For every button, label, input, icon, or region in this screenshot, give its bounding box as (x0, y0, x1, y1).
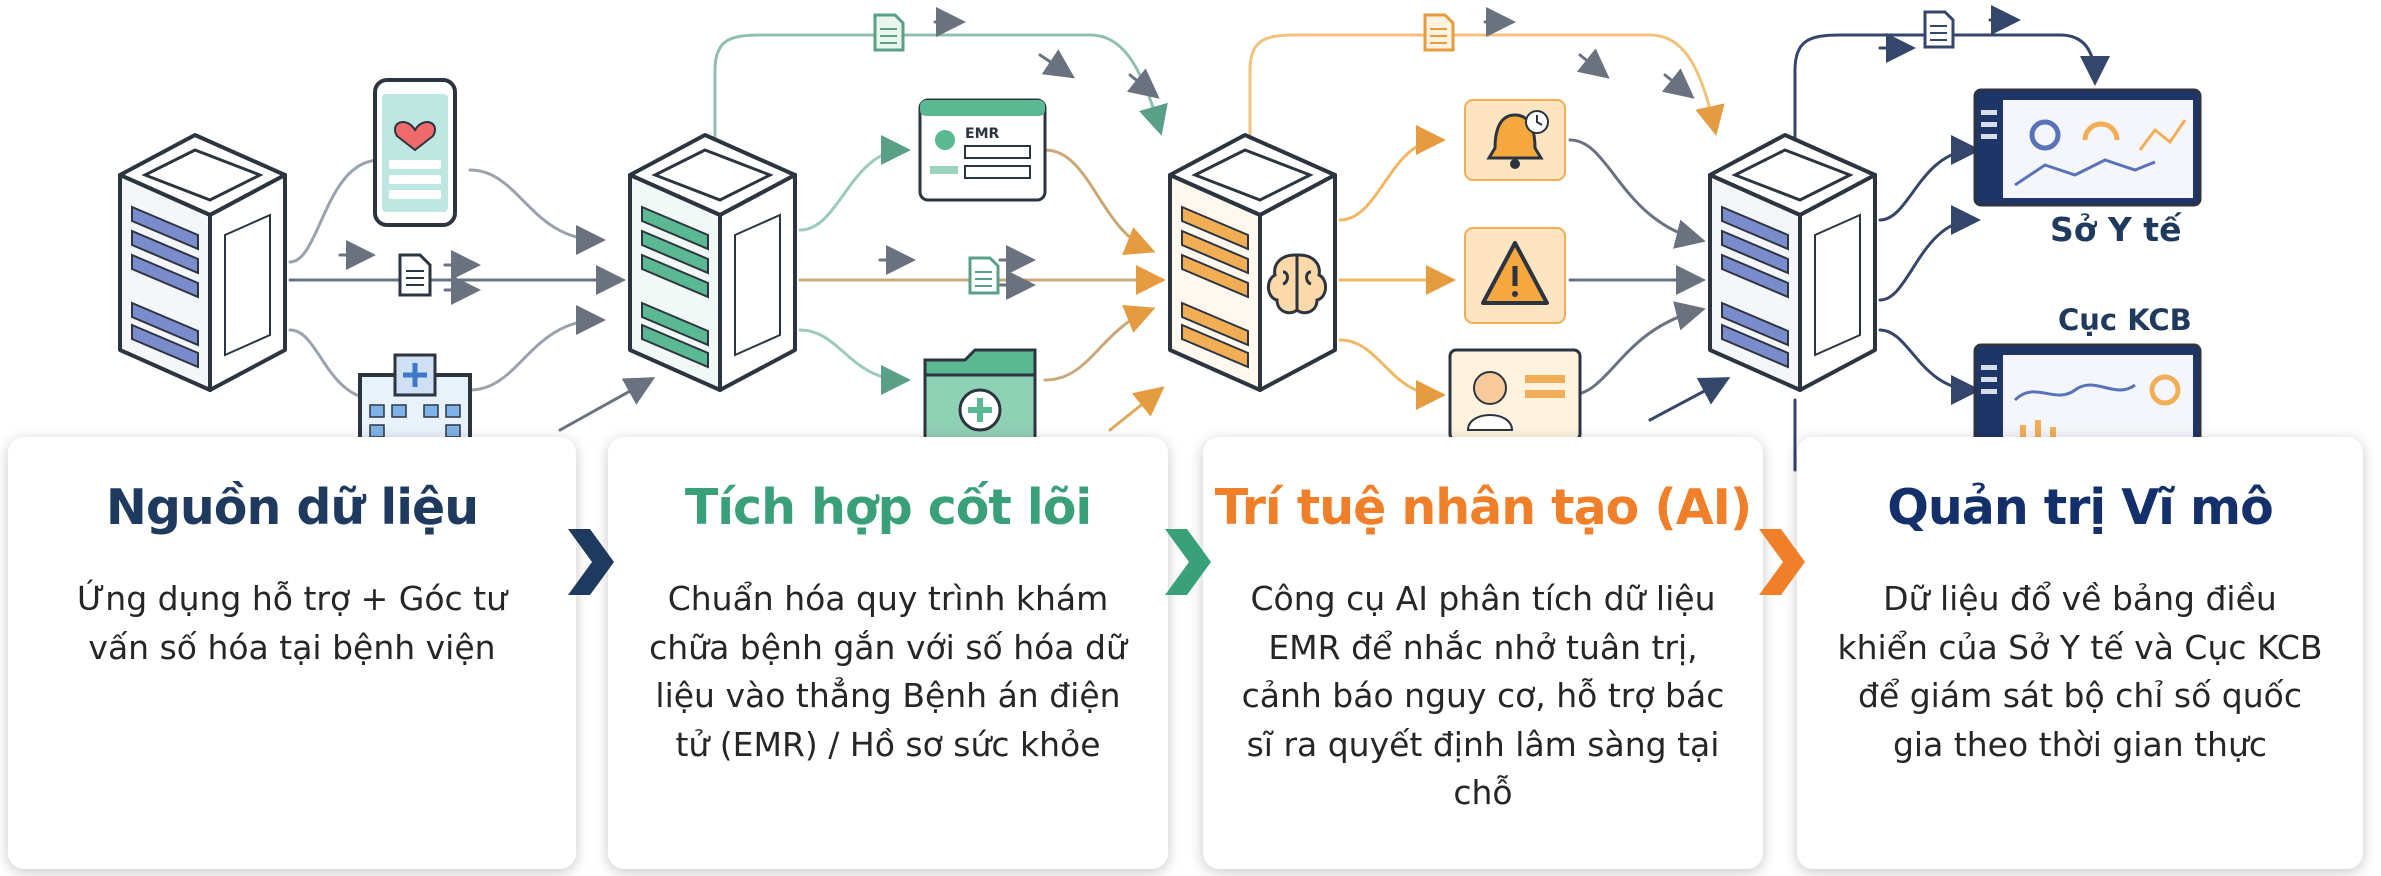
document-icon (968, 256, 1000, 295)
dashboard-icon (1973, 88, 2202, 207)
card-description: Công cụ AI phân tích dữ liệu EMR để nhắc… (1241, 579, 1725, 812)
card-macro-governance: Quản trị Vĩ mô Dữ liệu đổ về bảng điều k… (1797, 437, 2363, 869)
server-governance (1708, 133, 1877, 392)
server-integration (628, 133, 797, 392)
card-ai: Trí tuệ nhân tạo (AI) Công cụ AI phân tí… (1203, 437, 1763, 869)
smartphone-icon (373, 78, 457, 227)
label-cuc-kcb: Cục KCB (2058, 303, 2192, 337)
card-description: Dữ liệu đổ về bảng điều khiển của Sở Y t… (1837, 579, 2323, 764)
emr-form-icon: EMR (918, 98, 1047, 202)
document-icon (873, 13, 905, 52)
card-title: Quản trị Vĩ mô (1887, 479, 2274, 536)
chevron-right-icon (1759, 529, 1805, 595)
svg-text:EMR: EMR (965, 126, 999, 142)
card-description: Ứng dụng hỗ trợ + Góc tư vấn số hóa tại … (76, 579, 508, 667)
dashboard-icon (1973, 343, 2202, 462)
document-icon (1923, 10, 1955, 49)
card-data-source: Nguồn dữ liệu Ứng dụng hỗ trợ + Góc tư v… (8, 437, 576, 869)
chevron-right-icon (568, 529, 614, 595)
medical-folder-icon (923, 348, 1037, 442)
label-so-y-te: Sở Y tế (2050, 210, 2182, 249)
brain-icon (1267, 253, 1327, 315)
card-description: Chuẩn hóa quy trình khám chữa bệnh gắn v… (649, 579, 1127, 764)
warning-icon (1464, 227, 1566, 324)
document-icon (398, 253, 432, 297)
document-icon (1423, 13, 1455, 52)
server-ai (1168, 133, 1337, 392)
card-title: Tích hợp cốt lõi (684, 479, 1092, 536)
bell-icon (1464, 99, 1566, 181)
card-title: Trí tuệ nhân tạo (AI) (1214, 479, 1753, 536)
server-source (118, 133, 287, 392)
card-title: Nguồn dữ liệu (105, 479, 479, 536)
card-core-integration: Tích hợp cốt lõi Chuẩn hóa quy trình khá… (608, 437, 1168, 869)
chevron-right-icon (1165, 529, 1211, 595)
doctor-profile-icon (1448, 348, 1582, 442)
